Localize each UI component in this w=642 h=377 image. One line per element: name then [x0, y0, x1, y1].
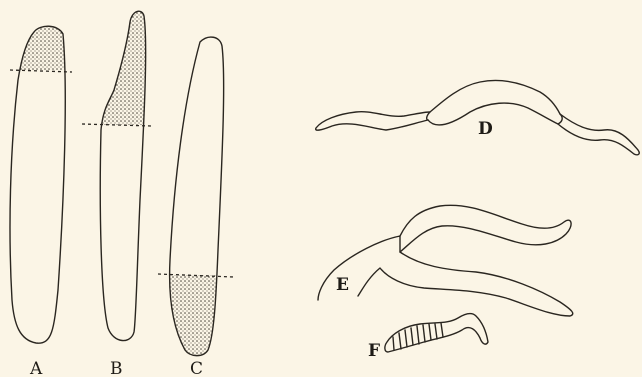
worm-f-bands — [393, 323, 443, 350]
label-c: C — [190, 359, 203, 377]
label-b: B — [110, 359, 123, 377]
worm-e: E — [318, 205, 573, 316]
worm-d-left-part — [316, 112, 430, 131]
specimen-c: C — [158, 37, 234, 377]
label-d: D — [478, 119, 493, 139]
worm-e-upper-part — [400, 205, 571, 252]
label-a: A — [29, 359, 43, 377]
worm-f: F — [368, 314, 488, 361]
worm-d: D — [316, 80, 640, 154]
specimen-b: B — [82, 0, 155, 377]
specimen-a-outline — [10, 26, 65, 343]
specimen-a: A — [0, 0, 100, 377]
worm-d-right-part — [558, 114, 639, 155]
label-e: E — [336, 275, 349, 295]
stippled-region-a — [0, 0, 100, 70]
label-f: F — [368, 341, 380, 361]
worm-e-lower-part — [318, 236, 573, 316]
worm-d-middle-part — [427, 80, 562, 125]
